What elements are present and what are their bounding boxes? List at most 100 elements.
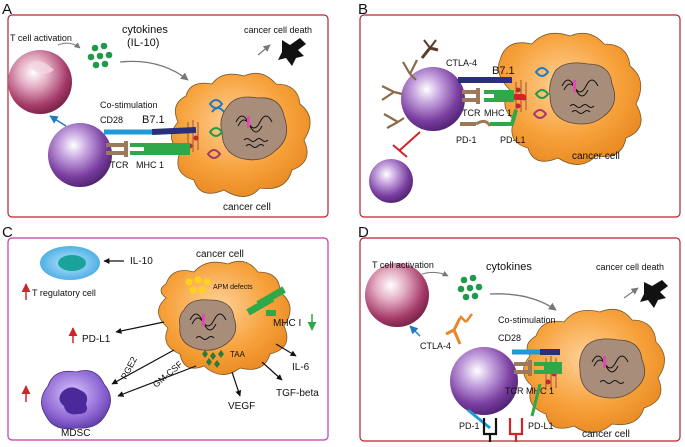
vegf-arrow	[231, 371, 242, 397]
ctla4-label-b: CTLA-4	[446, 58, 477, 68]
ctla4-receptor-d	[445, 313, 473, 345]
t-cell-activation-label: T cell activation	[10, 33, 72, 43]
il6-label: IL-6	[292, 362, 310, 373]
pge2-label: PGE2	[119, 355, 139, 381]
magenta-band-b	[573, 80, 576, 92]
panel-c-frame	[7, 237, 329, 441]
tcr-label-d: TCR	[505, 386, 524, 396]
nucleus-c	[179, 299, 237, 351]
co-stimulation-label-a: Co-stimulation	[100, 100, 158, 110]
inactive-t-cell-b	[369, 159, 413, 203]
pdl1-stalk-d	[530, 383, 542, 417]
cancer-cell-label-b: cancer cell	[572, 151, 620, 162]
pd1-antibody-d	[482, 418, 498, 442]
cytokines-dots	[87, 42, 113, 69]
b71-ligand-a	[151, 127, 197, 135]
panel-b-letter: B	[358, 1, 368, 18]
panel-b-frame	[359, 14, 681, 218]
tgf-beta-label: TGF-beta	[276, 388, 319, 399]
cd28-label-a: CD28	[100, 115, 123, 125]
nucleus-d	[579, 338, 646, 399]
cd28-label-d: CD28	[498, 333, 521, 343]
ctla4-b71-bond	[420, 39, 439, 59]
vegf-label: VEGF	[228, 401, 255, 412]
taa-clusters	[202, 350, 224, 368]
magenta-band-c	[202, 314, 205, 326]
panel-a-frame	[7, 14, 329, 218]
activation-arrow-d	[409, 325, 421, 337]
activated-t-cell	[8, 50, 72, 114]
ctla4-label-d: CTLA-4	[420, 341, 451, 351]
tcr-receptor-b	[462, 88, 480, 104]
cancer-cell-death-label-d: cancer cell death	[596, 262, 664, 272]
activated-t-cell-d	[365, 263, 429, 327]
cancer-cell-death-arrow-d	[623, 287, 639, 299]
mdsc-nucleus	[59, 387, 88, 415]
tgf-beta-arrow	[261, 361, 283, 381]
tcr-label-a: TCR	[110, 160, 129, 170]
cancer-cell-label-d: cancer cell	[582, 429, 630, 440]
mhc1-label-d: MHC 1	[526, 386, 554, 396]
il10-label-c: IL-10	[130, 256, 153, 267]
organelles-b	[512, 67, 550, 119]
panel-a-letter: A	[2, 1, 12, 18]
t-cell-activation-label-d: T cell activation	[372, 260, 434, 270]
taa-label: TAA	[230, 350, 246, 359]
pd1-pdl1-bond-b	[460, 109, 518, 127]
activation-arrow-a	[49, 115, 67, 127]
panel-c-letter: C	[2, 224, 13, 241]
il6-arrow	[275, 343, 297, 357]
b71-label-b: B7.1	[492, 65, 515, 77]
magenta-band-d	[603, 356, 606, 368]
t-cell-d	[450, 347, 518, 415]
t-cell-b	[401, 67, 465, 131]
il10-label: (IL-10)	[127, 37, 159, 49]
mhc-i-label-c: MHC I	[273, 318, 301, 329]
pdl1-label-d: PD-L1	[528, 421, 554, 431]
panel-c: C T regulatory cell IL-10 cancer cell AP…	[2, 224, 329, 441]
cancer-cell-death-arrow	[257, 44, 271, 56]
dead-cell-icon-d	[640, 280, 668, 308]
arrow-cytokines-to-cancer	[119, 60, 189, 81]
pge2-arrow	[111, 349, 175, 385]
dead-cell-icon	[278, 38, 306, 66]
pdl1-label-b: PD-L1	[500, 135, 526, 145]
gmcsf-arrow	[117, 365, 197, 397]
co-stimulation-label-d: Co-stimulation	[498, 315, 556, 325]
cancer-cell-death-label: cancer cell death	[244, 25, 312, 35]
arrow-to-cytokines	[57, 42, 81, 49]
t-regulatory-cell-label: T regulatory cell	[32, 288, 96, 298]
mdsc-label: MDSC	[61, 428, 90, 439]
panel-d: D T cell activation cytokines cancer cel…	[358, 224, 681, 442]
pd1-label-b: PD-1	[456, 135, 477, 145]
mhc1-molecule-b	[484, 90, 514, 102]
ctla4-receptors-b	[381, 59, 418, 129]
cancer-cell-label-c: cancer cell	[196, 249, 244, 260]
tcr-label-b: TCR	[462, 108, 481, 118]
cytokines-label: cytokines	[122, 24, 168, 36]
pdl1-antibody-d	[508, 418, 524, 442]
pd1-label-d: PD-1	[459, 421, 480, 431]
apm-defects-label: APM defects	[213, 284, 253, 291]
tcr-receptor-a	[106, 141, 128, 157]
mhc1-molecule-d	[534, 362, 562, 374]
cytokines-label-d: cytokines	[486, 261, 532, 273]
mhc1-molecule-a	[130, 143, 190, 155]
t-cell-a	[48, 123, 112, 187]
gmcsf-label: GM-CSF	[151, 359, 185, 390]
tcr-receptor-d	[514, 360, 532, 376]
inhibition-bar-b	[392, 144, 408, 158]
inhibition-line-b	[399, 131, 421, 151]
cytokines-dots-d	[457, 274, 483, 301]
b71-label-a: B7.1	[142, 114, 165, 126]
treg-nucleus	[58, 255, 86, 271]
arrow-to-cytokines-d	[421, 270, 449, 277]
panel-d-letter: D	[358, 224, 369, 241]
panel-b: B cancer cell	[358, 1, 681, 218]
pdl1-label-c: PD-L1	[82, 334, 111, 345]
cancer-cell-label-a: cancer cell	[223, 202, 271, 213]
mhc-i-molecule-c	[246, 286, 286, 316]
arrow-cytokines-to-cancer-d	[489, 293, 557, 311]
mhc1-label-a: MHC 1	[136, 160, 164, 170]
